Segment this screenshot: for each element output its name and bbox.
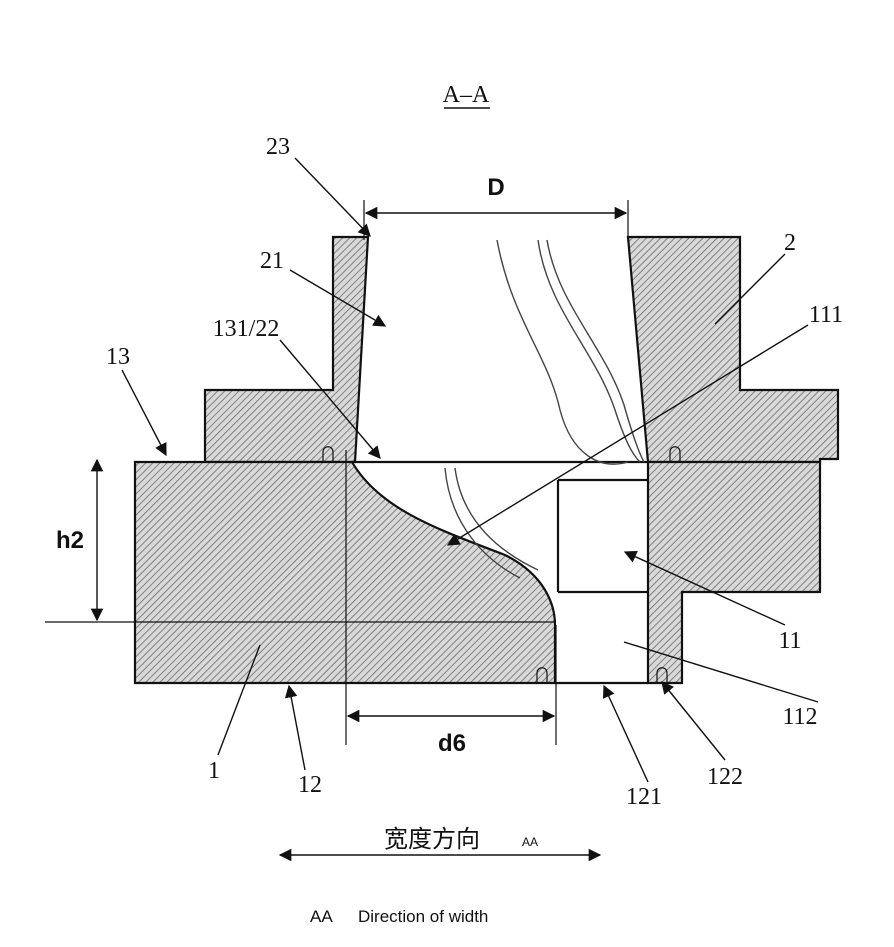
lower-part-left-block [135, 462, 555, 683]
label-21: 21 [260, 248, 284, 274]
label-h2: h2 [56, 527, 84, 554]
section-title: A–A [443, 82, 490, 108]
leader-23 [295, 158, 370, 236]
label-23: 23 [266, 134, 290, 160]
dimension-D: D [364, 174, 628, 240]
label-d6: d6 [438, 730, 466, 757]
flow-curve-1 [497, 240, 628, 464]
label-2: 2 [784, 230, 796, 256]
flow-curve-2 [538, 240, 640, 462]
label-12: 12 [298, 772, 322, 798]
caption-text: Direction of width [358, 907, 488, 926]
label-D: D [487, 174, 504, 201]
leader-121 [604, 686, 648, 782]
leader-13 [122, 370, 166, 455]
leader-12 [289, 686, 305, 770]
caption: AA Direction of width [310, 907, 488, 926]
leader-122 [662, 682, 725, 760]
direction-cn-label: 宽度方向 [384, 826, 480, 853]
direction-code-label: AA [522, 835, 538, 849]
flow-curve-3 [547, 240, 644, 462]
section-title-text: A–A [443, 82, 490, 108]
label-13: 13 [106, 344, 130, 370]
upper-part-2 [205, 237, 838, 462]
label-131-22: 131/22 [213, 316, 280, 342]
width-direction: 宽度方向 AA [280, 826, 600, 855]
label-122: 122 [707, 764, 743, 790]
caption-code: AA [310, 907, 333, 926]
label-111: 111 [809, 302, 843, 328]
label-121: 121 [626, 784, 662, 810]
label-11: 11 [778, 628, 801, 654]
lower-part-1 [135, 462, 820, 683]
label-112: 112 [782, 704, 817, 730]
upper-part-left-half [205, 237, 368, 462]
upper-part-right-half [628, 237, 838, 462]
label-1: 1 [208, 758, 220, 784]
